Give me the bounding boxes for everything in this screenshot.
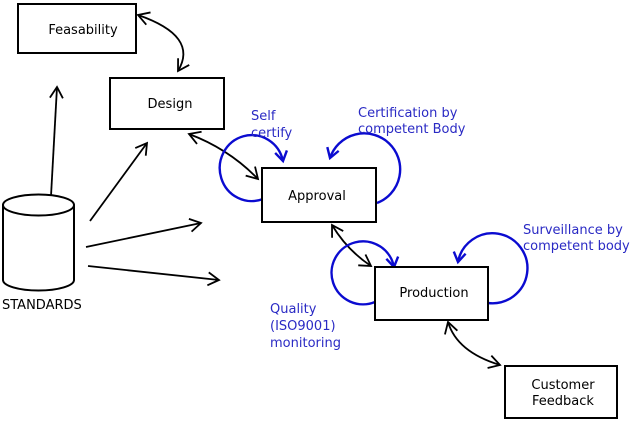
surveillance-label-line1: Surveillance by: [523, 223, 623, 238]
design-box: [109, 77, 225, 130]
arrow-standards-to-production: [87, 265, 221, 287]
connector-design-approval: [187, 130, 260, 181]
connector-production-customer-feedback: [444, 320, 502, 369]
quality-monitoring-loop: [330, 240, 400, 306]
standards-cylinder-top: [2, 193, 75, 217]
standards-cylinder-body: [2, 205, 75, 292]
approval-label: Approval: [288, 189, 346, 204]
customer-feedback-label-line1: Customer: [531, 378, 595, 393]
certification-loop: [326, 132, 402, 205]
design-label: Design: [148, 97, 193, 112]
arrow-standards-to-approval: [85, 218, 203, 248]
standards-label: STANDARDS: [2, 298, 82, 313]
arrow-standards-to-feasability: [49, 85, 64, 197]
feasability-label: Feasability: [48, 23, 118, 38]
connector-feasability-design: [136, 11, 190, 73]
quality-monitoring-label-line2: (ISO9001): [270, 319, 336, 334]
certification-label-line2: competent Body: [358, 122, 466, 137]
self-certify-loop: [218, 133, 288, 203]
production-label: Production: [399, 286, 468, 301]
surveillance-loop: [452, 232, 529, 305]
self-certify-label-line2: certify: [251, 126, 293, 141]
customer-feedback-label-line2: Feedback: [532, 394, 594, 409]
feasability-box: [17, 3, 137, 54]
quality-monitoring-label-line3: monitoring: [270, 336, 341, 351]
surveillance-label-line2: competent body: [523, 239, 630, 254]
self-certify-label-line1: Self: [251, 109, 276, 124]
arrow-standards-to-design: [89, 141, 149, 222]
standards-datastore: [2, 193, 75, 292]
production-box: [374, 266, 489, 321]
connector-approval-production: [331, 223, 373, 267]
customer-feedback-box: [504, 365, 618, 419]
quality-monitoring-label-line1: Quality: [270, 302, 317, 317]
approval-box: [261, 167, 377, 223]
certification-label-line1: Certification by: [358, 106, 458, 121]
